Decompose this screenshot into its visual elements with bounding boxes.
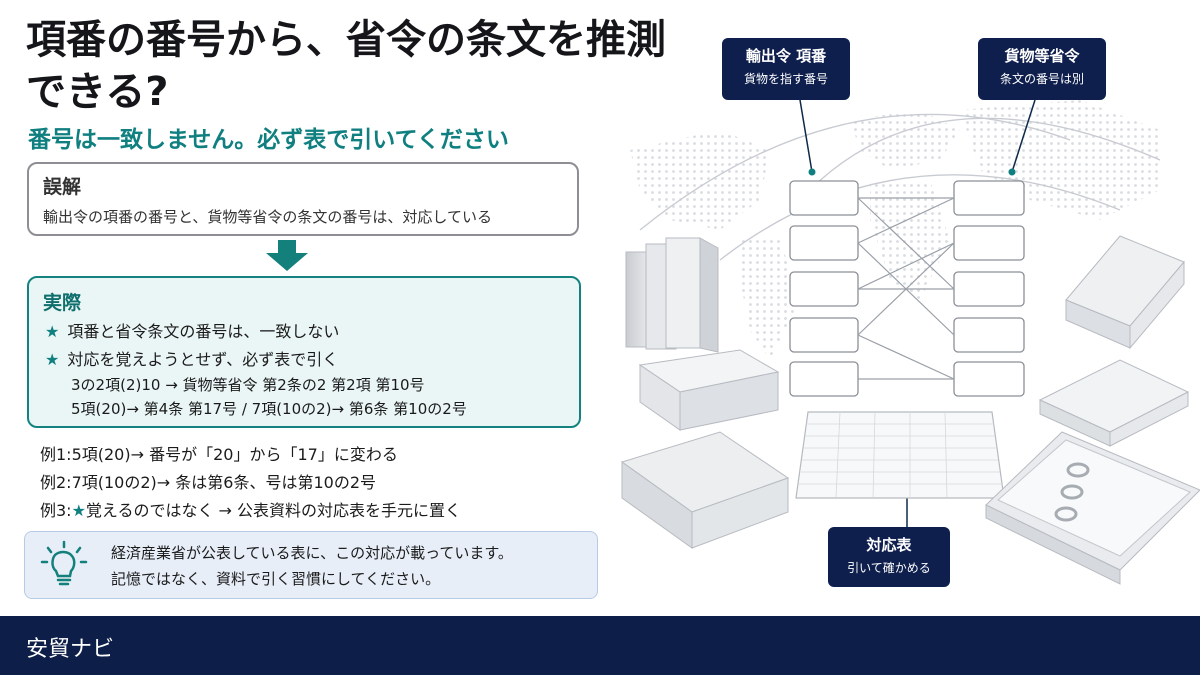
mapping-illustration <box>620 99 1200 585</box>
fact-example-1: 3の2項(2)10 → 貨物等省令 第2条の2 第2項 第10号 <box>71 376 425 394</box>
footer-bar: 安貿ナビ <box>0 616 1200 675</box>
fact-example-2: 5項(20)→ 第4条 第17号 / 7項(10の2)→ 第6条 第10の2号 <box>71 400 467 418</box>
paper-stack-left <box>638 349 780 431</box>
fact-point-2: ★対応を覚えようとせず、必ず表で引く <box>45 350 339 369</box>
paper-stack-right-top <box>1065 235 1185 350</box>
arrow-down-icon <box>266 240 308 271</box>
tip-line-1: 経済産業省が公表している表に、この対応が載っています。 <box>111 544 513 562</box>
binder <box>985 431 1200 585</box>
fact-box: 実際 ★項番と省令条文の番号は、一致しない ★対応を覚えようとせず、必ず表で引く… <box>27 276 581 428</box>
label-goods-ordinance: 貨物等省令 条文の番号は別 <box>978 38 1106 100</box>
example-3: 例3:★覚えるのではなく → 公表資料の対応表を手元に置く <box>40 501 462 520</box>
tip-line-2: 記憶ではなく、資料で引く習慣にしてください。 <box>111 570 441 588</box>
star-icon: ★ <box>45 350 60 369</box>
book-lying-left <box>620 431 790 549</box>
paper-stack-right-middle <box>1038 359 1190 447</box>
star-icon: ★ <box>45 322 60 341</box>
label-correspondence-table: 対応表 引いて確かめる <box>828 527 950 587</box>
tip-box: 経済産業省が公表している表に、この対応が載っています。 記憶ではなく、資料で引く… <box>24 531 598 599</box>
example-2: 例2:7項(10の2)→ 条は第6条、号は第10の2号 <box>40 473 376 492</box>
books-upright <box>625 237 719 353</box>
star-icon: ★ <box>71 501 86 520</box>
misconception-text: 輸出令の項番の番号と、貨物等省令の条文の番号は、対応している <box>43 208 492 226</box>
lightbulb-icon <box>40 540 88 586</box>
label-export-order: 輸出令 項番 貨物を指す番号 <box>722 38 850 100</box>
page-subtitle: 番号は一致しません。必ず表で引いてください <box>28 127 509 153</box>
fact-heading: 実際 <box>43 292 82 314</box>
page-title: 項番の番号から、省令の条文を推測できる? <box>26 17 666 115</box>
fact-point-1: ★項番と省令条文の番号は、一致しない <box>45 322 340 341</box>
example-1: 例1:5項(20)→ 番号が「20」から「17」に変わる <box>40 445 398 464</box>
misconception-box: 誤解 輸出令の項番の番号と、貨物等省令の条文の番号は、対応している <box>27 162 579 236</box>
table-sheet <box>795 411 1005 499</box>
brand-name: 安貿ナビ <box>26 637 115 662</box>
misconception-heading: 誤解 <box>43 176 82 198</box>
